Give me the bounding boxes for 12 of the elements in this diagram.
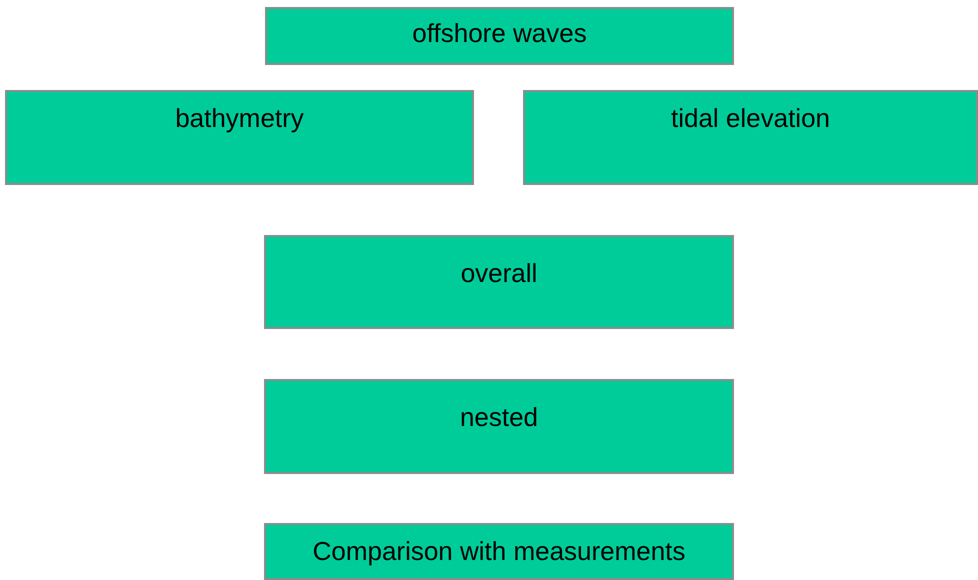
box-label: offshore waves	[412, 17, 587, 50]
box-label: Comparison with measurements	[312, 535, 686, 568]
box-label: nested	[460, 401, 538, 434]
process-box	[5, 90, 474, 185]
box-label: overall	[460, 257, 538, 290]
process-box	[264, 235, 734, 329]
process-box	[264, 523, 734, 580]
box-label: bathymetry	[175, 102, 304, 135]
process-box	[265, 7, 734, 65]
process-box	[264, 379, 734, 474]
process-box	[523, 90, 978, 185]
box-label: tidal elevation	[671, 102, 830, 135]
